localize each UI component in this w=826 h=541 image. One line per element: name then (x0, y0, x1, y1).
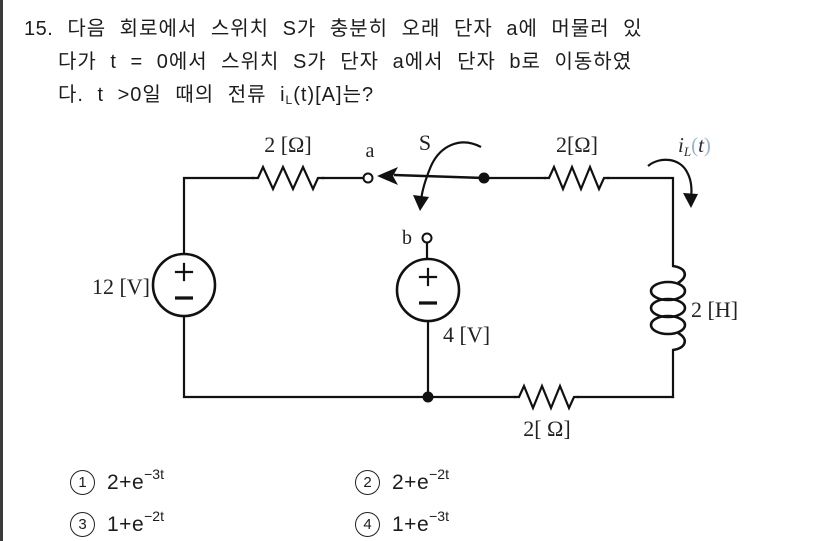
wire-bottom (182, 314, 675, 399)
question-line-1: 15. 다음 회로에서 스위치 S가 충분히 오래 단자 a에 머물러 있 (24, 12, 643, 41)
inductor-coil (649, 264, 687, 352)
choice-2-number: 2 (355, 470, 380, 495)
terminal-b-contact (421, 232, 433, 244)
switch-throw-arc (413, 141, 482, 211)
terminal-b-label: b (402, 227, 412, 249)
resistor-top-right (543, 164, 610, 192)
wire-mid-branch (425, 241, 430, 399)
current-subscript: L (285, 93, 294, 107)
resistor-bottom (513, 383, 580, 411)
question-text-2: 다가 t = 0에서 스위치 S가 단자 a에서 단자 b로 이동하였 (58, 51, 633, 73)
inductor-current-label: iL(t) (678, 133, 711, 159)
choice-4-formula: 1+e−3t (392, 508, 449, 536)
choice-3: 3 1+e−2t (70, 508, 164, 537)
choice-3-number: 3 (70, 512, 95, 537)
inductor-current-arrow (647, 158, 698, 208)
source-12v-label: 12 [V] (92, 274, 150, 299)
terminal-a-contact (362, 172, 374, 184)
switch-blade-arrow (377, 167, 485, 185)
question-line-3: 다. t >0일 때의 전류 iL(t)[A]는? (58, 78, 374, 107)
choice-1-number: 1 (70, 470, 95, 495)
choice-3-formula: 1+e−2t (107, 508, 164, 536)
voltage-source-4v (395, 257, 461, 323)
choice-4: 4 1+e−3t (355, 508, 449, 537)
wire-top-left (182, 176, 255, 256)
choice-4-number: 4 (355, 512, 380, 537)
choice-2-formula: 2+e−2t (392, 466, 449, 494)
question-text-1: 다음 회로에서 스위치 S가 충분히 오래 단자 a에 머물러 있 (67, 18, 643, 40)
resistor-top-left (251, 164, 325, 192)
question-text-3: 다. t >0일 때의 전류 i (58, 84, 286, 106)
junction-dot-bottom (422, 391, 434, 403)
choice-2: 2 2+e−2t (355, 466, 449, 495)
resistor-bottom-label: 2[ Ω] (523, 416, 571, 441)
page-left-border (0, 0, 3, 541)
wire-top-right (482, 176, 675, 268)
switch-label: S (419, 130, 431, 155)
inductor-value-label: 2 [H] (691, 297, 738, 322)
resistor-top-right-label: 2[Ω] (556, 132, 598, 157)
terminal-a-label: a (366, 140, 375, 162)
choice-1-formula: 2+e−3t (107, 466, 164, 494)
resistor-top-left-label: 2 [Ω] (264, 132, 312, 157)
choice-1: 1 2+e−3t (70, 466, 164, 495)
voltage-source-12v (151, 252, 217, 318)
source-4v-label: 4 [V] (443, 322, 490, 347)
question-line-2: 다가 t = 0에서 스위치 S가 단자 a에서 단자 b로 이동하였 (58, 45, 632, 74)
question-text-3b: (t)[A]는? (293, 84, 375, 106)
question-number: 15. (24, 18, 54, 40)
